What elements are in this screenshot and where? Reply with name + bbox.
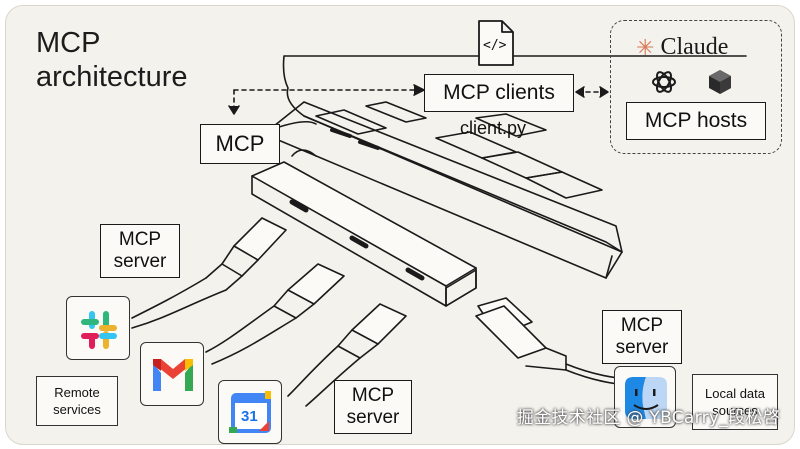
- cube-logo-icon: [706, 68, 734, 96]
- finder-icon: [625, 377, 667, 419]
- calendar-day: 31: [241, 408, 258, 425]
- gmail-tile: [140, 342, 204, 406]
- mcp-server-box-top: MCP server: [100, 224, 180, 278]
- mcp-box: MCP: [200, 124, 280, 164]
- mcp-hosts-label: MCP hosts: [644, 109, 748, 132]
- file-code-icon: </>: [476, 18, 516, 68]
- local-data-line-2: sources: [712, 403, 758, 418]
- server-right-line-2: server: [615, 337, 669, 358]
- mcp-server-box-right: MCP server: [602, 310, 682, 364]
- diagram-frame: MCP architecture </> MCP clients client.…: [5, 5, 795, 445]
- claude-label: Claude: [660, 34, 729, 60]
- finder-tile: [614, 366, 676, 428]
- remote-services-box: Remote services: [36, 376, 118, 426]
- title-line-2: architecture: [36, 61, 188, 93]
- slack-icon: [81, 311, 117, 349]
- calendar-tile: 31: [218, 380, 282, 444]
- remote-services-line-2: services: [53, 402, 101, 417]
- mcp-hosts-group: [610, 20, 782, 154]
- diagram-title: MCP architecture: [36, 26, 188, 94]
- claude-logo: ✳ Claude: [636, 34, 728, 61]
- mcp-clients-box: MCP clients: [424, 74, 574, 112]
- server-top-line-1: MCP: [118, 229, 162, 250]
- server-bottom-line-1: MCP: [351, 385, 395, 406]
- mcp-server-box-bottom: MCP server: [334, 380, 412, 434]
- mcp-clients-label: MCP clients: [443, 81, 555, 104]
- code-glyph: </>: [483, 38, 507, 53]
- client-file-label: client.py: [460, 118, 527, 138]
- watermark: 掘金技术社区 @ YBCarry_段松啓: [516, 408, 780, 428]
- slack-tile: [66, 296, 130, 360]
- title-line-1: MCP: [36, 27, 101, 59]
- local-data-box: Local data sources: [692, 374, 778, 430]
- remote-services-line-1: Remote: [54, 385, 100, 400]
- server-right-line-1: MCP: [620, 315, 664, 336]
- mcp-hosts-box: MCP hosts: [626, 102, 766, 140]
- local-data-line-1: Local data: [705, 386, 765, 401]
- server-top-line-2: server: [113, 251, 167, 272]
- claude-logo-icon: ✳: [636, 34, 655, 60]
- server-bottom-line-2: server: [346, 407, 400, 428]
- mcp-label: MCP: [215, 131, 265, 156]
- google-calendar-icon: [229, 391, 271, 433]
- openai-logo-icon: [650, 68, 678, 96]
- gmail-icon: [153, 359, 193, 391]
